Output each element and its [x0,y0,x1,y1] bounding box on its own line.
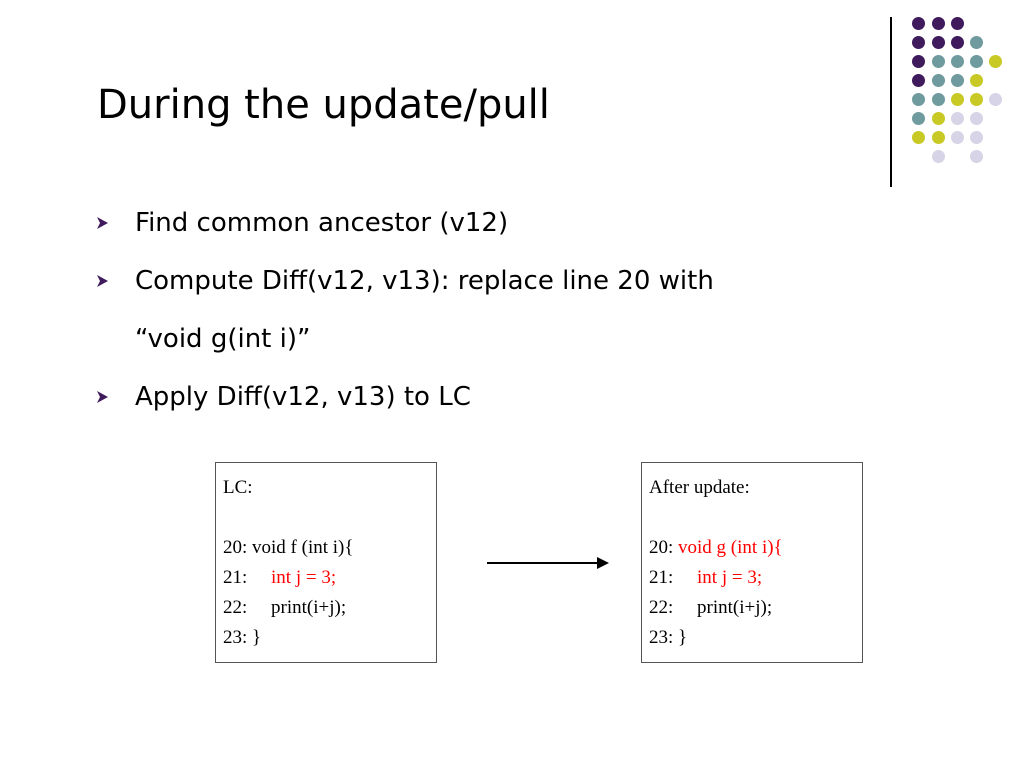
decorative-dot [969,130,983,144]
decorative-dot [931,73,945,87]
lc-code-box: LC: 20: void f (int i){ 21: int j = 3; 2… [215,462,437,663]
line-number: 23: [223,627,253,648]
code-text-highlighted: int j = 3; [271,567,337,588]
bullet-item: Find common ancestor (v12) [97,194,857,252]
bullet-text: Find common ancestor (v12) [135,208,509,238]
code-indent [673,597,697,618]
decorative-divider-line [890,17,892,187]
decorative-dot [969,92,983,106]
code-indent [247,597,271,618]
code-text: void f (int i){ [252,537,354,558]
code-line: 21: int j = 3; [649,563,862,593]
right-arrow-icon [487,557,609,569]
arrowhead-bullet-icon [97,252,111,310]
decorative-dot [950,35,964,49]
code-text-highlighted: int j = 3; [697,567,763,588]
decorative-dot [911,92,925,106]
decorative-dot [911,130,925,144]
decorative-dot [911,73,925,87]
line-number: 20: [223,537,253,558]
decorative-dot [950,92,964,106]
bullet-text: Compute Diff(v12, v13): replace line 20 … [135,266,714,296]
decorative-dot [988,54,1002,68]
line-number: 21: [649,567,674,588]
arrowhead-bullet-icon [97,368,111,426]
code-text: print(i+j); [271,597,347,618]
line-number: 20: [649,537,679,558]
decorative-dot [931,16,945,30]
decorative-dot [931,92,945,106]
decorative-dot [969,111,983,125]
line-number: 21: [223,567,248,588]
decorative-dot [911,16,925,30]
decorative-dot [988,92,1002,106]
bullet-item: Apply Diff(v12, v13) to LC [97,368,857,426]
decorative-dot [931,54,945,68]
after-update-code-box: After update: 20: void g (int i){ 21: in… [641,462,863,663]
decorative-dot [911,35,925,49]
bullet-text: Apply Diff(v12, v13) to LC [135,382,471,412]
blank-line [649,503,862,533]
code-line: 20: void f (int i){ [223,533,436,563]
decorative-dot [950,54,964,68]
code-indent [673,567,697,588]
line-number: 22: [223,597,248,618]
code-line: 20: void g (int i){ [649,533,862,563]
code-indent [247,567,271,588]
code-text: print(i+j); [697,597,773,618]
decorative-dot [969,73,983,87]
bullet-continuation-text: “void g(int i)” [135,324,311,354]
decorative-dot [911,54,925,68]
line-number: 22: [649,597,674,618]
decorative-dot [931,111,945,125]
slide-title: During the update/pull [97,82,550,128]
bullet-list: Find common ancestor (v12) Compute Diff(… [97,194,857,426]
decorative-dot [911,111,925,125]
decorative-dot-grid [0,0,1024,200]
bullet-item: Compute Diff(v12, v13): replace line 20 … [97,252,857,368]
decorative-dot [969,54,983,68]
decorative-dot [931,35,945,49]
decorative-dot [950,16,964,30]
code-box-header: LC: [223,477,253,498]
decorative-dot [931,149,945,163]
decorative-dot [969,149,983,163]
code-line: 22: print(i+j); [223,593,436,623]
code-text: } [678,627,688,648]
code-line: 22: print(i+j); [649,593,862,623]
code-text: } [252,627,262,648]
code-line: 21: int j = 3; [223,563,436,593]
decorative-dot [950,73,964,87]
code-line: 23: } [223,623,436,653]
decorative-dot [950,130,964,144]
decorative-dot [950,111,964,125]
arrowhead-bullet-icon [97,194,111,252]
code-box-header: After update: [649,477,750,498]
line-number: 23: [649,627,679,648]
decorative-dot [969,35,983,49]
code-line: 23: } [649,623,862,653]
blank-line [223,503,436,533]
code-text-highlighted: void g (int i){ [678,537,783,558]
decorative-dot [931,130,945,144]
